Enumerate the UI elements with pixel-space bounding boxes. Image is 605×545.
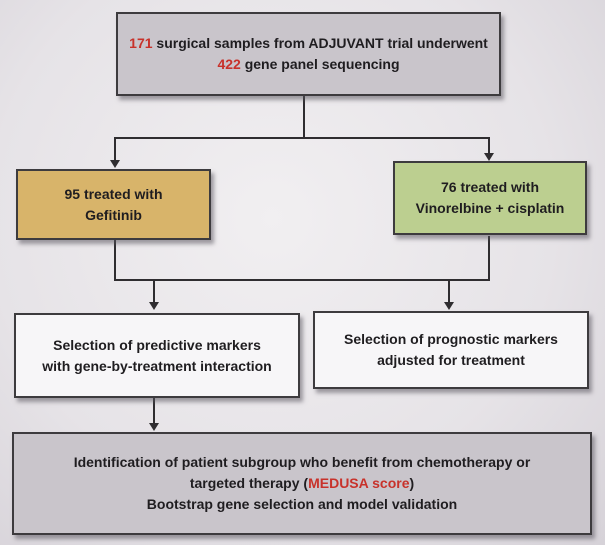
- connector-gefitinib-down: [114, 240, 116, 280]
- gene-count: 422: [217, 56, 241, 72]
- arrow-to-gefitinib: [110, 160, 120, 168]
- bottom-line2: targeted therapy (MEDUSA score): [190, 473, 414, 494]
- top-box: 171 surgical samples from ADJUVANT trial…: [116, 12, 501, 96]
- connector-right-drop: [488, 137, 490, 155]
- top-box-line2: 422 gene panel sequencing: [217, 54, 399, 75]
- arrow-to-predictive: [149, 302, 159, 310]
- arrow-to-bottom: [149, 423, 159, 431]
- gefitinib-line1: 95 treated with: [64, 185, 163, 202]
- top-box-line1: 171 surgical samples from ADJUVANT trial…: [129, 33, 488, 54]
- medusa-score-label: MEDUSA score: [308, 475, 410, 491]
- predictive-line1: Selection of predictive markers: [53, 336, 261, 353]
- arrow-to-prognostic: [444, 302, 454, 310]
- predictive-markers-box: Selection of predictive markers with gen…: [14, 313, 300, 398]
- prognostic-line2: adjusted for treatment: [377, 352, 525, 368]
- connector-predictive-down: [153, 398, 155, 425]
- predictive-line2: with gene-by-treatment interaction: [42, 357, 272, 374]
- bottom-line1: Identification of patient subgroup who b…: [73, 454, 531, 470]
- arrow-to-vinorelbine: [484, 153, 494, 161]
- bottom-line3: Bootstrap gene selection and model valid…: [146, 496, 458, 512]
- gefitinib-line2: Gefitinib: [85, 206, 142, 223]
- prognostic-markers-box: Selection of prognostic markers adjusted…: [313, 311, 589, 389]
- vinorelbine-line2: Vinorelbine + cisplatin: [415, 200, 565, 216]
- vinorelbine-line1: 76 treated with: [440, 179, 540, 195]
- connector-top-stem: [303, 95, 305, 138]
- vinorelbine-box: 76 treated with Vinorelbine + cisplatin: [393, 161, 587, 235]
- top-box-line1-text: surgical samples from ADJUVANT trial und…: [152, 35, 488, 51]
- connector-top-horizontal: [114, 137, 490, 139]
- bottom-box: Identification of patient subgroup who b…: [12, 432, 592, 535]
- bottom-line2-suffix: ): [409, 475, 415, 491]
- connector-middle-horizontal: [114, 279, 490, 281]
- prognostic-line1: Selection of prognostic markers: [344, 331, 558, 347]
- connector-left-drop: [114, 137, 116, 162]
- connector-vinorelbine-down: [488, 236, 490, 280]
- connector-mid-left-drop: [153, 279, 155, 304]
- top-box-line2-text: gene panel sequencing: [240, 56, 400, 72]
- bottom-line2-prefix: targeted therapy (: [189, 475, 309, 491]
- connector-mid-right-drop: [448, 279, 450, 304]
- gefitinib-box: 95 treated with Gefitinib: [16, 169, 211, 240]
- sample-count: 171: [129, 35, 153, 51]
